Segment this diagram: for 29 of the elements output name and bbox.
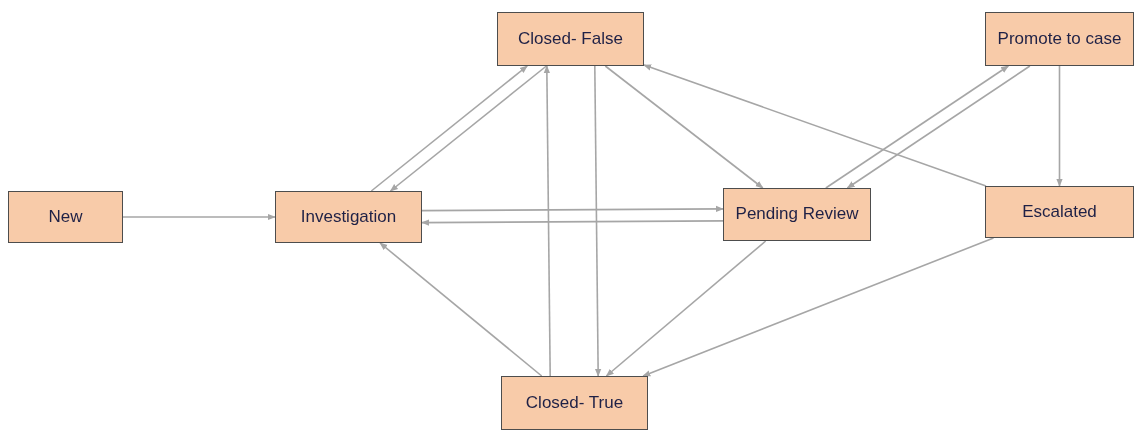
arrow	[421, 219, 724, 226]
arrow	[1056, 65, 1063, 187]
state-box	[497, 12, 644, 66]
arrow	[825, 65, 1010, 189]
arrow	[642, 237, 995, 377]
state-box	[8, 191, 123, 243]
state-label: Pending Review	[735, 203, 859, 226]
state-label: New	[48, 205, 83, 228]
arrow	[421, 205, 724, 213]
state-label: Escalated	[1022, 200, 1097, 223]
state-label: Promote to case	[997, 27, 1122, 50]
arrow	[122, 213, 276, 221]
arrow	[605, 240, 767, 377]
arrow	[389, 65, 548, 192]
state-label: Investigation	[300, 205, 397, 228]
state-box	[723, 188, 871, 241]
arrow	[604, 65, 764, 189]
state-label: Closed- False	[518, 27, 623, 50]
state-box	[985, 186, 1134, 238]
state-box	[501, 376, 648, 430]
arrow	[594, 65, 602, 377]
arrow	[643, 64, 987, 187]
arrow	[543, 65, 551, 377]
state-label: Closed- True	[525, 391, 624, 414]
arrow	[379, 242, 543, 377]
state-box	[985, 12, 1134, 66]
arrow	[846, 65, 1031, 189]
state-box	[275, 191, 422, 243]
arrow	[370, 65, 528, 192]
